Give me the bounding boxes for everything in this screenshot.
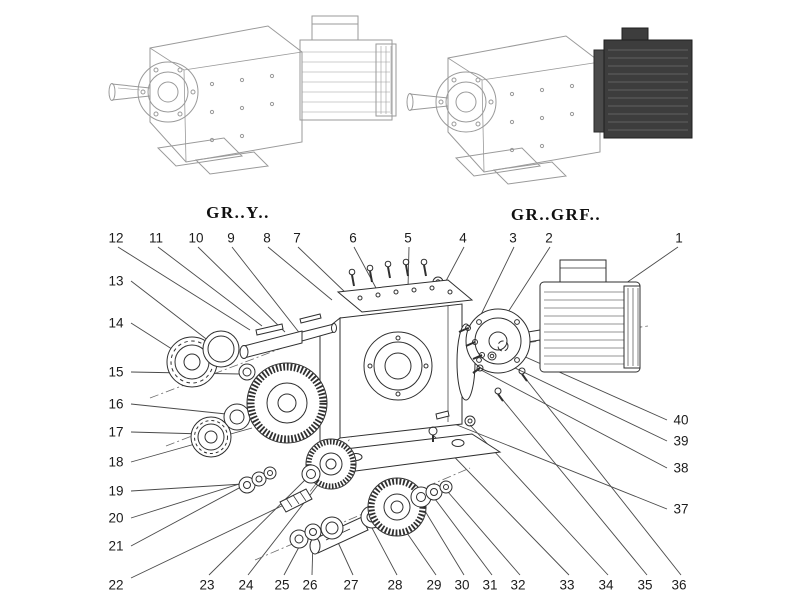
callout-38: 38 bbox=[673, 460, 689, 476]
callout-6: 6 bbox=[349, 230, 357, 246]
motor bbox=[512, 259, 641, 373]
callout-32: 32 bbox=[510, 577, 526, 593]
callout-33: 33 bbox=[559, 577, 575, 593]
callout-21: 21 bbox=[108, 538, 124, 554]
callout-25: 25 bbox=[274, 577, 290, 593]
callout-28: 28 bbox=[387, 577, 403, 593]
assembled-unit-gr-grf-drawing bbox=[406, 27, 693, 185]
callout-15: 15 bbox=[108, 364, 124, 380]
callout-1: 1 bbox=[675, 230, 683, 246]
callout-17: 17 bbox=[108, 424, 124, 440]
variant-label-gr-y: GR..Y.. bbox=[206, 203, 270, 222]
callout-35: 35 bbox=[637, 577, 653, 593]
assembled-unit-gr-y-drawing bbox=[108, 15, 397, 175]
exploded-view-drawing bbox=[149, 258, 649, 561]
callout-8: 8 bbox=[263, 230, 271, 246]
callout-7: 7 bbox=[293, 230, 301, 246]
small-hardware bbox=[428, 340, 528, 442]
motor-flange bbox=[465, 308, 531, 374]
callout-16: 16 bbox=[108, 396, 124, 412]
callout-36: 36 bbox=[671, 577, 687, 593]
callout-4: 4 bbox=[459, 230, 467, 246]
flange-bolts bbox=[458, 325, 485, 360]
housing-body bbox=[318, 303, 502, 473]
callout-24: 24 bbox=[238, 577, 254, 593]
callout-23: 23 bbox=[199, 577, 215, 593]
callout-9: 9 bbox=[227, 230, 235, 246]
callout-39: 39 bbox=[673, 433, 689, 449]
callout-29: 29 bbox=[426, 577, 442, 593]
callout-12: 12 bbox=[108, 230, 124, 246]
callout-13: 13 bbox=[108, 273, 124, 289]
callout-18: 18 bbox=[108, 454, 124, 470]
callout-11: 11 bbox=[148, 230, 164, 246]
callout-10: 10 bbox=[188, 230, 204, 246]
callout-20: 20 bbox=[108, 510, 124, 526]
callout-37: 37 bbox=[673, 501, 689, 517]
dark-input-cover bbox=[593, 27, 693, 139]
gear-set bbox=[190, 362, 357, 513]
callout-14: 14 bbox=[108, 315, 124, 331]
callout-40: 40 bbox=[673, 412, 689, 428]
callout-19: 19 bbox=[108, 483, 124, 499]
callout-5: 5 bbox=[404, 230, 412, 246]
callout-31: 31 bbox=[482, 577, 498, 593]
callout-27: 27 bbox=[343, 577, 359, 593]
callout-34: 34 bbox=[598, 577, 614, 593]
callout-26: 26 bbox=[302, 577, 318, 593]
callout-2: 2 bbox=[545, 230, 553, 246]
housing-cover bbox=[336, 279, 474, 313]
input-shaft-assembly bbox=[166, 313, 337, 388]
output-shaft-assembly bbox=[289, 477, 453, 555]
callout-30: 30 bbox=[454, 577, 470, 593]
callout-22: 22 bbox=[108, 577, 124, 593]
callout-3: 3 bbox=[509, 230, 517, 246]
variant-label-gr-grf: GR..GRF.. bbox=[510, 205, 602, 224]
